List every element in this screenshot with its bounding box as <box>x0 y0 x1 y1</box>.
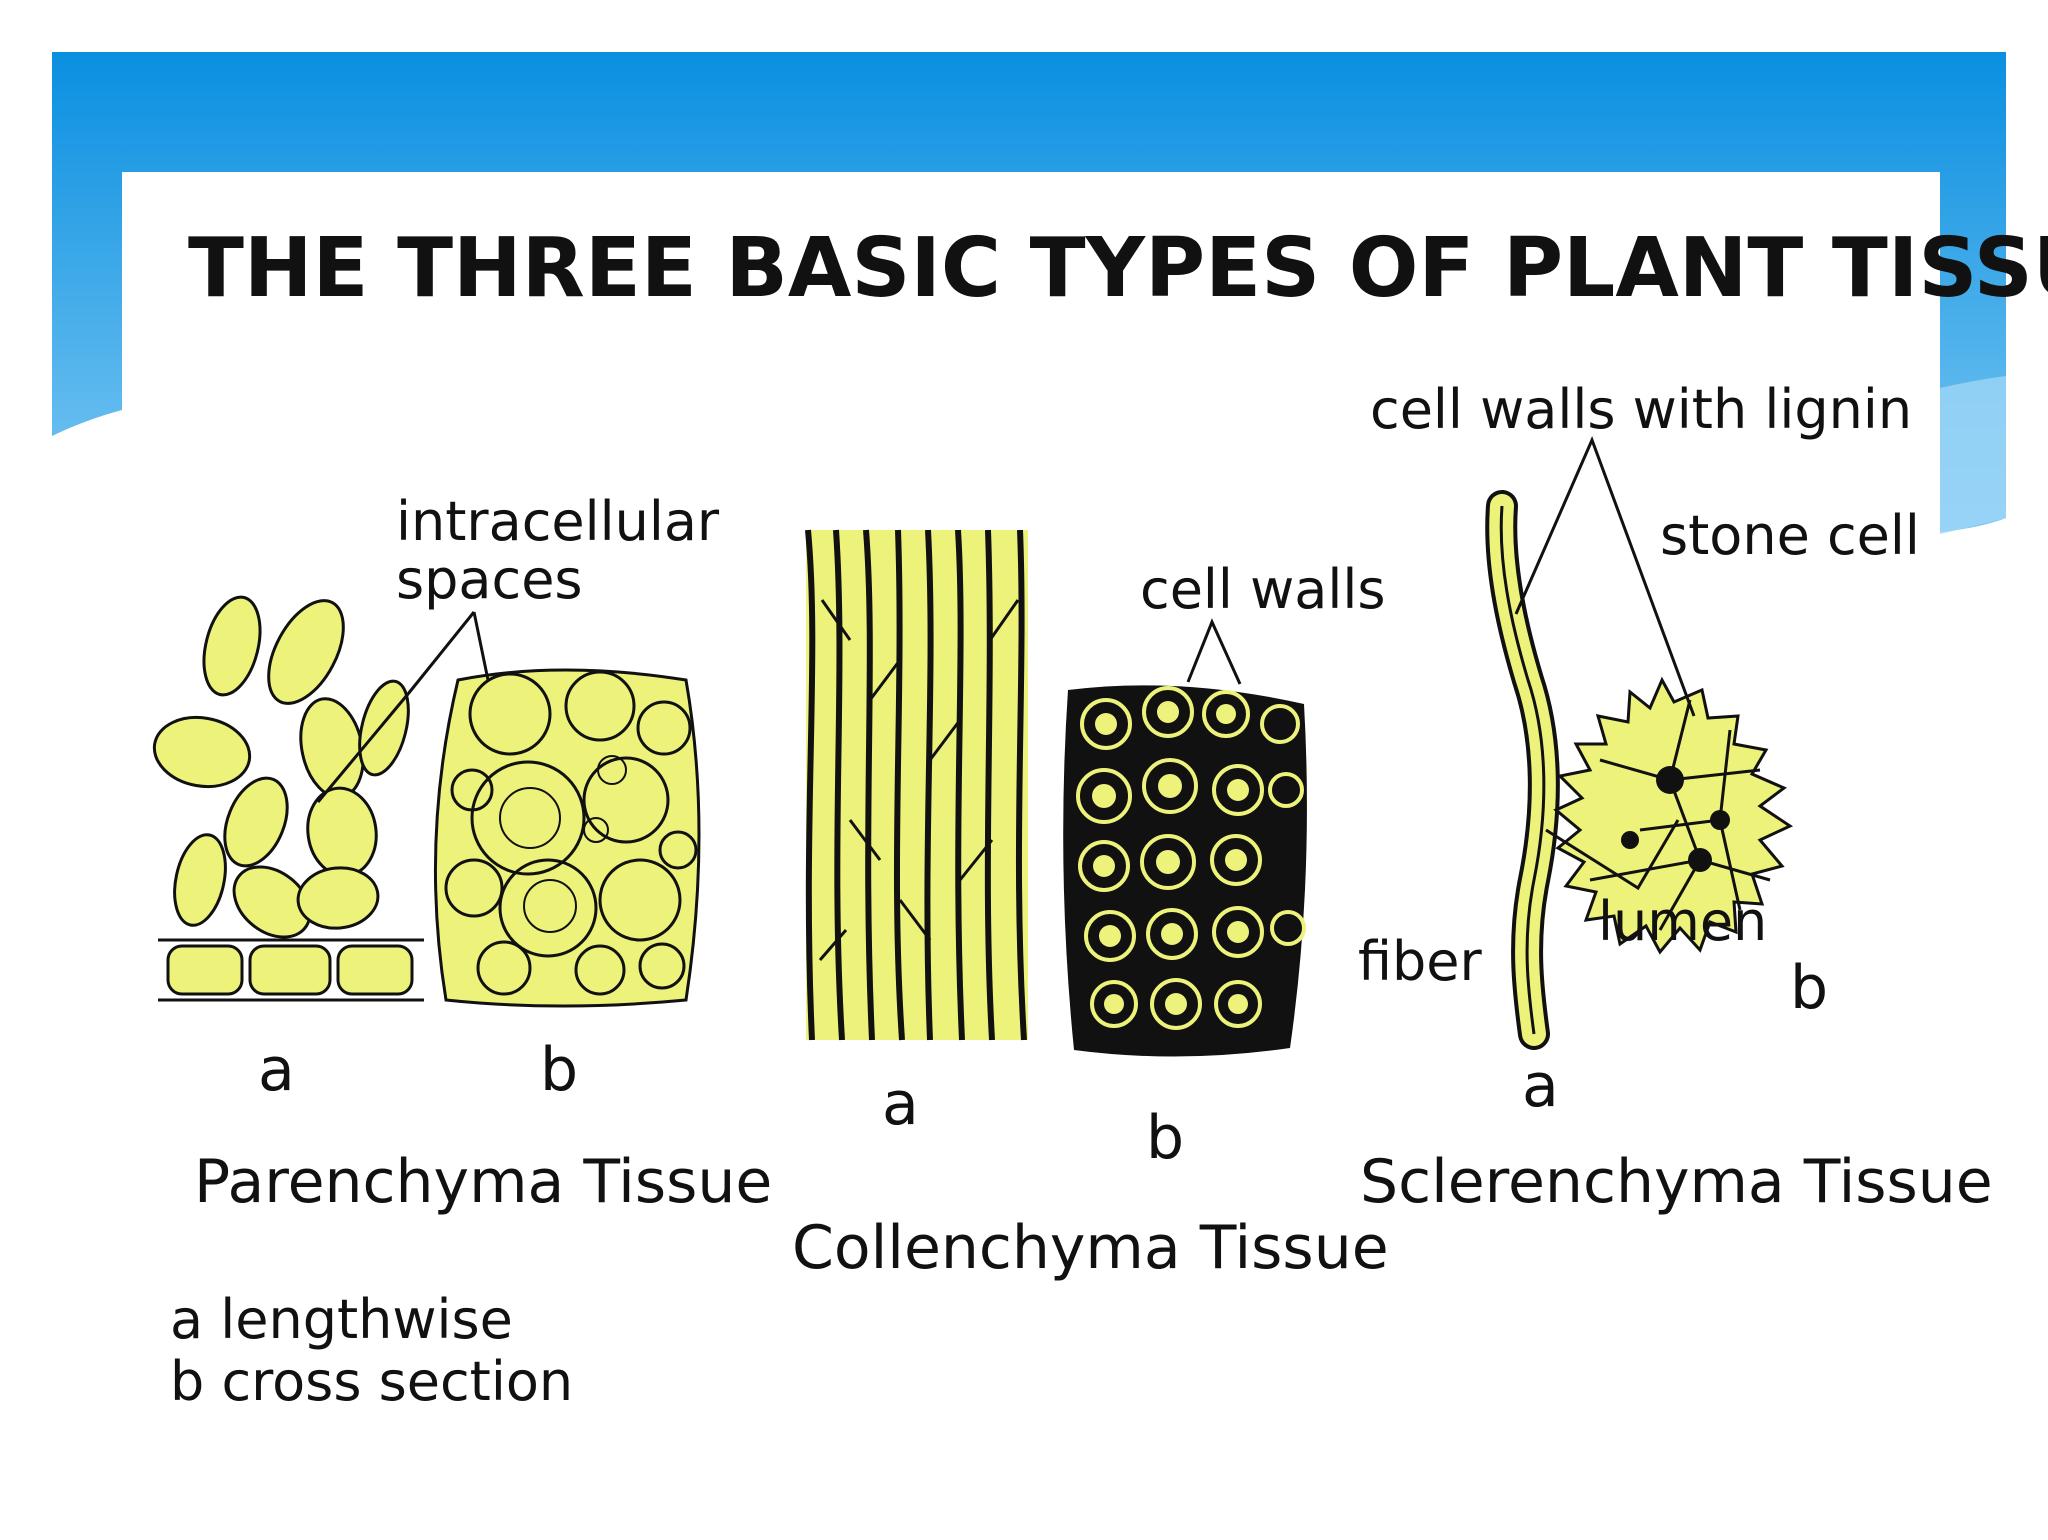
parenchyma-lengthwise-illustration <box>152 595 424 1002</box>
parenchyma-pointer-line-2 <box>472 611 490 681</box>
spaces-label: spaces <box>396 548 583 611</box>
intracellular-label: intracellular <box>396 490 720 553</box>
legend: a lengthwise b cross section <box>170 1288 573 1413</box>
parenchyma-label-b: b <box>540 1035 578 1105</box>
cell-walls-pointer <box>1186 618 1242 685</box>
cell-walls-label: cell walls <box>1140 558 1385 621</box>
stone-cell-label: stone cell <box>1660 504 1920 567</box>
parenchyma-diagram: intracellular spaces a b Parenchyma Tiss… <box>152 490 772 1217</box>
parenchyma-label-a: a <box>258 1035 295 1105</box>
legend-line-1: a lengthwise <box>170 1288 513 1351</box>
sclerenchyma-label-a: a <box>1522 1051 1559 1121</box>
collenchyma-tissue-name: Collenchyma Tissue <box>792 1213 1389 1283</box>
sclerenchyma-diagram: cell walls with lignin stone cell lumen … <box>1358 378 1993 1217</box>
parenchyma-cross-section-illustration <box>433 668 701 1008</box>
collenchyma-cross-section-illustration <box>1063 685 1307 1057</box>
cell-walls-with-lignin-label: cell walls with lignin <box>1370 378 1912 441</box>
sclerenchyma-label-b: b <box>1790 953 1828 1023</box>
parenchyma-tissue-name: Parenchyma Tissue <box>194 1147 772 1217</box>
collenchyma-lengthwise-illustration <box>805 529 1028 1041</box>
slide-title: THE THREE BASIC TYPES OF PLANT TISSUE <box>188 221 2048 316</box>
parenchyma-pointer-line <box>316 611 476 803</box>
lumen-label: lumen <box>1598 890 1767 953</box>
collenchyma-diagram: cell walls a b Collenchyma Tissue <box>792 529 1389 1283</box>
sclerenchyma-tissue-name: Sclerenchyma Tissue <box>1360 1147 1993 1217</box>
stone-cell-illustration <box>1553 676 1794 955</box>
fiber-label: fiber <box>1358 930 1483 993</box>
fiber-illustration <box>1485 490 1560 1050</box>
lignin-pointer <box>1514 435 1696 717</box>
lumen-pointer <box>1545 819 1680 891</box>
collenchyma-label-b: b <box>1146 1103 1184 1173</box>
collenchyma-label-a: a <box>882 1069 919 1139</box>
legend-line-2: b cross section <box>170 1350 573 1413</box>
